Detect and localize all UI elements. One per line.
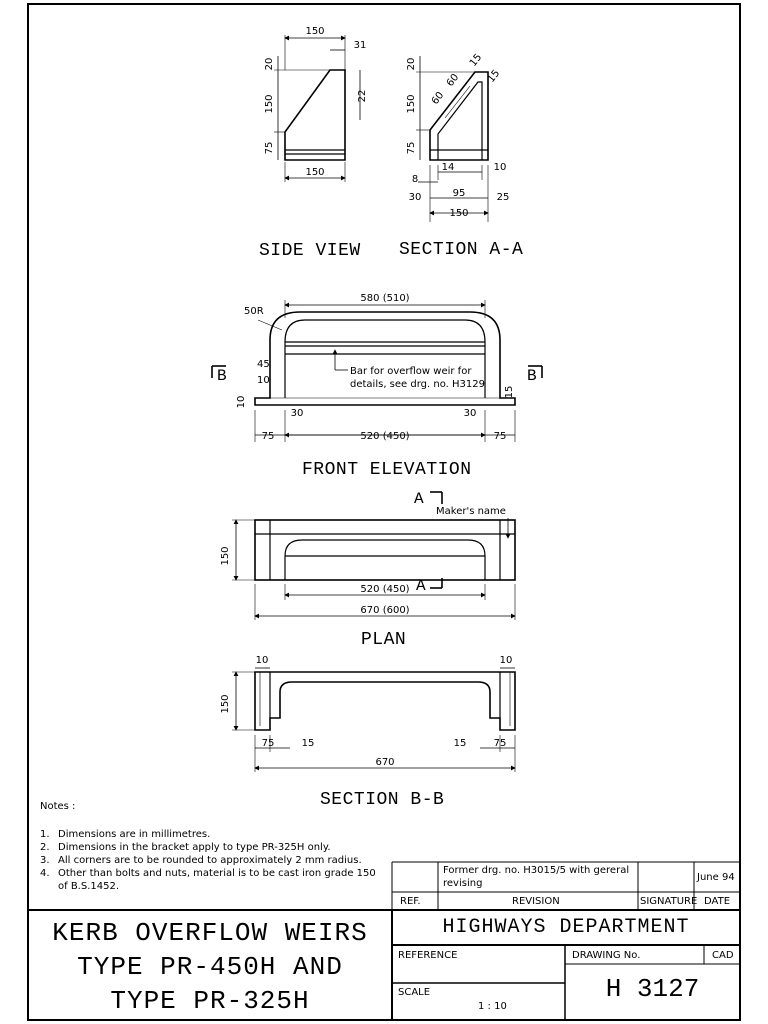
drawing-no-label: DRAWING No.: [572, 950, 641, 961]
note-item: 4.Other than bolts and nuts, material is…: [40, 868, 376, 879]
front-radius: 50R: [244, 306, 264, 317]
drawing-title-line-3: TYPE PR-325H: [110, 986, 310, 1016]
side-view-title: SIDE VIEW: [259, 241, 361, 261]
aa-h75: 75: [406, 142, 417, 155]
scale-value: 1 : 10: [478, 1001, 507, 1012]
aa-h20: 20: [406, 58, 417, 71]
side-right-height: 22: [357, 90, 368, 103]
notes-list: 1.Dimensions are in millimetres. 2.Dimen…: [40, 828, 385, 893]
cad-label: CAD: [712, 950, 734, 961]
aa-w14: 14: [442, 162, 455, 173]
title-block-lines: [28, 861, 740, 1020]
front-w75-left: 75: [262, 431, 275, 442]
plan-makers-name: Maker's name: [436, 506, 506, 517]
bb-w75-left: 75: [262, 738, 275, 749]
front-w30-right: 30: [464, 408, 477, 419]
front-w75-right: 75: [494, 431, 507, 442]
front-elevation-drawing: [211, 300, 543, 442]
scale-label: SCALE: [398, 987, 431, 998]
revision-col-ref: REF.: [400, 896, 421, 907]
revision-col-date: DATE: [704, 896, 731, 907]
revision-col-signature: SIGNATURE: [640, 896, 698, 907]
front-h10: 10: [257, 375, 270, 386]
drawing-title-line-2: TYPE PR-450H AND: [77, 952, 343, 982]
front-w30-left: 30: [291, 408, 304, 419]
reference-label: REFERENCE: [398, 950, 458, 961]
aa-w95: 95: [453, 188, 466, 199]
front-bar-note-1: Bar for overflow weir for: [350, 366, 472, 377]
front-w520: 520 (450): [360, 431, 409, 442]
bb-w10-left: 10: [256, 655, 269, 666]
section-bb-title: SECTION B-B: [320, 790, 445, 810]
aa-w10: 10: [494, 162, 507, 173]
front-overall: 580 (510): [360, 293, 409, 304]
section-marker-a-bottom: A: [416, 577, 426, 595]
aa-h150: 150: [406, 94, 417, 113]
section-marker-a-top: A: [414, 490, 424, 508]
front-bar-note-2: details, see drg. no. H3129: [350, 379, 485, 390]
bb-h150: 150: [220, 694, 231, 713]
aa-w30: 30: [409, 192, 422, 203]
front-elevation-title: FRONT ELEVATION: [302, 460, 472, 480]
side-top-height: 20: [264, 58, 275, 71]
note-item: of B.S.1452.: [58, 881, 120, 892]
side-top-width: 150: [305, 26, 324, 37]
front-h10b: 10: [236, 396, 247, 409]
note-item: 3.All corners are to be rounded to appro…: [40, 855, 362, 866]
side-bottom-height: 75: [264, 142, 275, 155]
side-base-width: 150: [305, 167, 324, 178]
plan-w670: 670 (600): [360, 605, 409, 616]
bb-w15-right: 15: [454, 738, 467, 749]
revision-text-line-2: revising: [443, 878, 483, 889]
dimension-labels: 150 31 20 150 22 75 150 20 150 75 60 60 …: [220, 26, 515, 768]
note-item: 2.Dimensions in the bracket apply to typ…: [40, 842, 331, 853]
bb-w75-right: 75: [494, 738, 507, 749]
section-marker-b-right: B: [527, 367, 537, 385]
aa-w8: 8: [412, 174, 418, 185]
revision-col-revision: REVISION: [512, 896, 560, 907]
drawing-title-line-1: KERB OVERFLOW WEIRS: [52, 918, 368, 948]
section-aa-title: SECTION A-A: [399, 240, 524, 260]
note-item: 1.Dimensions are in millimetres.: [40, 829, 211, 840]
revision-text-line-1: Former drg. no. H3015/5 with gereral: [443, 865, 630, 876]
side-chamfer: 31: [354, 40, 367, 51]
aa-w150: 150: [449, 208, 468, 219]
aa-d60a: 60: [430, 90, 447, 107]
sheet-border: [27, 3, 741, 1021]
notes-heading: Notes :: [40, 801, 76, 812]
aa-w25: 25: [497, 192, 510, 203]
plan-h150: 150: [220, 546, 231, 565]
plan-w520: 520 (450): [360, 584, 409, 595]
section-marker-b-left: B: [217, 367, 227, 385]
drawing-number: H 3127: [605, 974, 700, 1004]
bb-w15-left: 15: [302, 738, 315, 749]
section-bb-drawing: [232, 667, 516, 772]
front-h15: 15: [504, 386, 515, 399]
plan-title: PLAN: [361, 630, 407, 650]
revision-date-value: June 94: [697, 872, 735, 883]
aa-d15a: 15: [468, 52, 485, 69]
bb-w10-right: 10: [500, 655, 513, 666]
department-name: HIGHWAYS DEPARTMENT: [442, 916, 690, 939]
side-view-drawing: [274, 35, 361, 182]
front-h45: 45: [257, 359, 270, 370]
plan-drawing: [232, 491, 516, 620]
bb-w670: 670: [375, 757, 394, 768]
section-aa-drawing: [416, 56, 489, 222]
aa-d60b: 60: [445, 72, 462, 89]
side-mid-height: 150: [264, 94, 275, 113]
